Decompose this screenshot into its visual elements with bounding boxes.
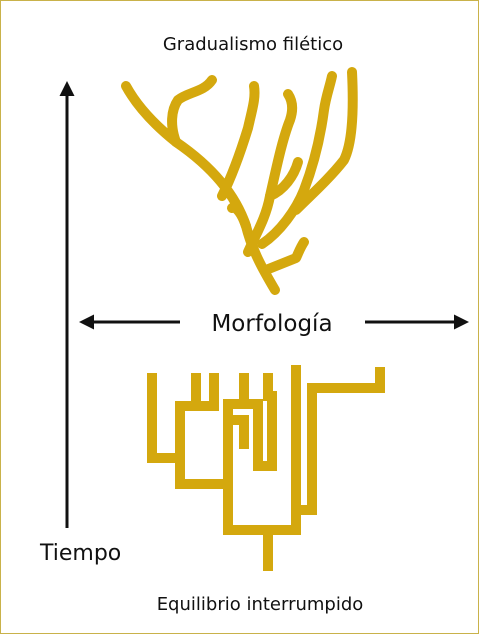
punctuated-title: Equilibrio interrumpido bbox=[157, 594, 364, 615]
morphology-label: Morfología bbox=[211, 311, 332, 337]
gradualism-title: Gradualismo filético bbox=[163, 34, 343, 55]
gradual-branch-mid bbox=[222, 86, 255, 196]
time-label: Tiempo bbox=[39, 541, 121, 566]
gradualism-tree bbox=[126, 72, 353, 290]
gradual-branch-bottom-right bbox=[266, 242, 304, 270]
punct-left-upper bbox=[180, 458, 228, 484]
punct-left-inner bbox=[180, 378, 196, 458]
punctuated-tree bbox=[152, 370, 380, 566]
gradual-branch-short-left bbox=[232, 208, 246, 226]
gradual-branch-left-fork bbox=[172, 80, 212, 142]
punct-center-right-leaf bbox=[268, 378, 272, 466]
punct-left-main bbox=[228, 484, 268, 530]
punct-right-hook bbox=[312, 372, 380, 420]
